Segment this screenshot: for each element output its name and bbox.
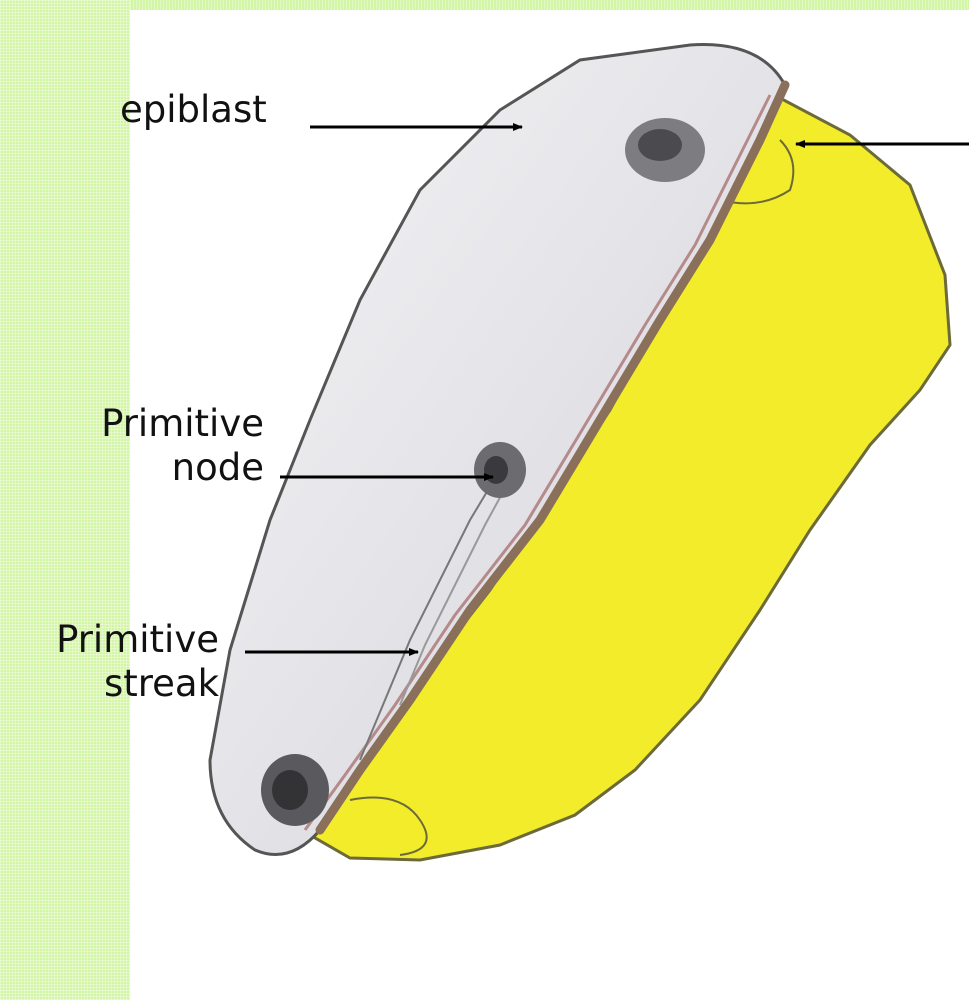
primitive-node-label: Primitive node xyxy=(101,402,264,490)
primitive-streak-label-line2: streak xyxy=(56,662,219,706)
epiblast-label: epiblast xyxy=(120,88,267,132)
primitive-streak-label-line1: Primitive xyxy=(56,618,219,662)
primitive-streak-label: Primitive streak xyxy=(56,618,219,706)
primitive-node-label-line1: Primitive xyxy=(101,402,264,446)
epiblast-label-text: epiblast xyxy=(120,88,267,132)
primitive-node-label-line2: node xyxy=(101,446,264,490)
